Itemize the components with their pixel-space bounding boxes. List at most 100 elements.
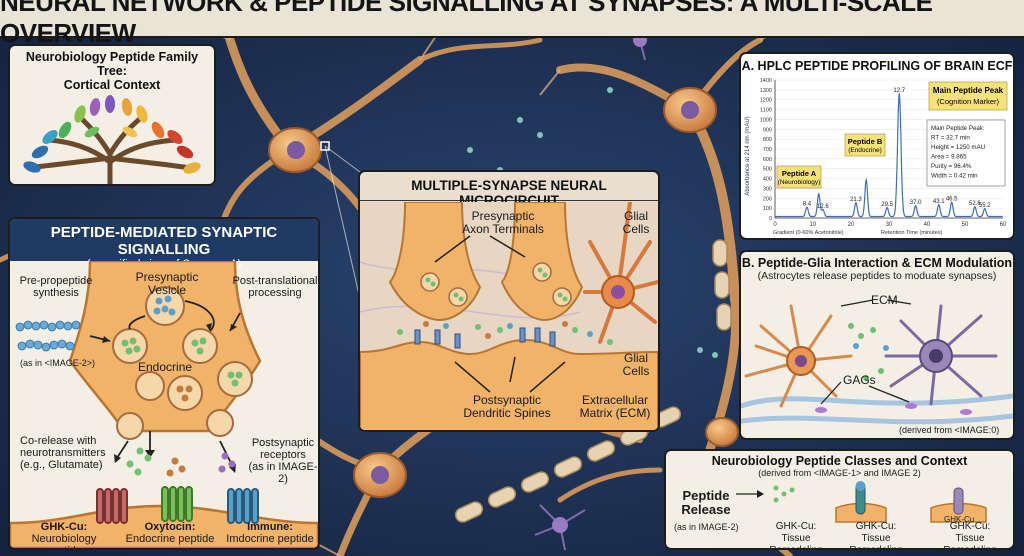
postsyn-line1: Postsynaptic bbox=[251, 437, 315, 449]
family-tree-title: Neurobiology Peptide Family Tree: Cortic… bbox=[10, 50, 214, 92]
hplc-y-tick-label: 500 bbox=[763, 167, 772, 173]
classes-illustration: GHK-Cu bbox=[736, 481, 987, 524]
class-item2: GHK-Cu:Tissue Remodeling bbox=[836, 521, 916, 548]
family-tree-illustration bbox=[23, 95, 201, 184]
peak-a-desc: (Neurobiology) bbox=[778, 179, 821, 186]
hplc-y-tick-label: 1000 bbox=[760, 117, 772, 123]
glial-top-line2: Cells bbox=[622, 222, 650, 236]
hplc-y-tick-label: 100 bbox=[763, 206, 772, 212]
peptide-classes-panel: Neurobiology Peptide Classes and Context… bbox=[664, 449, 1015, 550]
main-peak-info-line: Main Peptide Peak: bbox=[931, 125, 985, 132]
hplc-chart: Absorbance at 214 nm (mAU) 0 100 200 300 400… bbox=[745, 78, 1008, 236]
hplc-y-axis-label: Absorbance at 214 nm (mAU) bbox=[745, 116, 751, 195]
endocrine-label: Endocrine bbox=[138, 360, 193, 374]
main-peak-info-line: Height = 1250 mAU bbox=[931, 144, 985, 151]
peptide-release-line2: Release bbox=[681, 502, 731, 517]
hplc-x-tick-label: 50 bbox=[962, 222, 969, 228]
glia-title: B. Peptide-Glia Interaction & ECM Modula… bbox=[741, 256, 1013, 270]
peak-b-desc: (Endocrine) bbox=[848, 147, 882, 154]
hplc-x-tick-label: 40 bbox=[924, 222, 931, 228]
receptor-immune-desc: Imdocrine peptide bbox=[226, 533, 314, 545]
hplc-y-tick-label: 200 bbox=[763, 196, 772, 202]
receptor-immune-name: Immune: bbox=[247, 521, 293, 533]
signalling-title: PEPTIDE-MEDIATED SYNAPTIC SIGNALLING bbox=[50, 224, 278, 258]
hplc-y-tick-label: 600 bbox=[763, 157, 772, 163]
class-item3-name: GHK-Cu: bbox=[949, 521, 991, 532]
classes-subtitle: (derived from <IMAGE-1> and IMAGE 2) bbox=[758, 468, 921, 478]
hplc-y-tick-label: 1200 bbox=[760, 98, 772, 104]
hplc-peak-label: 37.0 bbox=[910, 200, 922, 206]
microcircuit-title: MULTIPLE-SYNAPSE NEURAL MICROCIRCUIT bbox=[360, 172, 658, 208]
main-peak-name: Main Peptide Peak bbox=[933, 86, 1004, 95]
glial-bottom-line2: Cells bbox=[622, 364, 650, 378]
class-item3-desc: Tissue Remodeling bbox=[943, 533, 996, 548]
receptor-ghk-name: GHK-Cu: bbox=[40, 521, 88, 533]
peak-b-name: Peptide B bbox=[848, 137, 883, 146]
post-trans-line2: processing bbox=[248, 287, 302, 299]
receptor-immune-label: Immune:Imdocrine peptide bbox=[222, 521, 318, 545]
hplc-x-tick-label: 60 bbox=[1000, 222, 1007, 228]
hplc-y-tick-label: 800 bbox=[763, 137, 772, 143]
hplc-x-tick-label: 20 bbox=[848, 222, 855, 228]
family-tree-title-line1: Neurobiology Peptide Family Tree: bbox=[25, 50, 199, 78]
hplc-y-tick-label: 1100 bbox=[760, 108, 772, 114]
glial-top-line1: Glial bbox=[623, 209, 648, 223]
corelease-line2: neurotransmitters bbox=[20, 447, 106, 459]
glia-ecm-panel: B. Peptide-Glia Interaction & ECM Modula… bbox=[739, 250, 1015, 440]
family-tree-title-line2: Cortical Context bbox=[63, 78, 161, 92]
hplc-trace-line bbox=[775, 93, 1003, 218]
hplc-y-tick-label: 900 bbox=[763, 127, 772, 133]
microcircuit-panel: MULTIPLE-SYNAPSE NEURAL MICROCIRCUIT bbox=[358, 170, 660, 432]
hplc-peak-label: 43.1 bbox=[933, 199, 945, 205]
main-peak-info-line: RT = 32.7 min bbox=[931, 135, 970, 142]
dendritic-spines-line2: Dendritic Spines bbox=[463, 406, 551, 420]
glial-bottom-line1: Glial bbox=[623, 351, 648, 365]
hplc-y-tick-label: 1400 bbox=[760, 78, 772, 84]
hplc-y-tick-label: 700 bbox=[763, 147, 772, 153]
as-in-image2-label: (as in <IMAGE-2>) bbox=[20, 358, 96, 368]
main-peak-info-box bbox=[926, 119, 1006, 187]
receptor-ghk-label: GHK-Cu:Neurobiology peptide bbox=[14, 521, 114, 548]
hplc-peak-label: 21.3 bbox=[850, 197, 862, 203]
peak-b-callout bbox=[844, 133, 886, 157]
presyn-terminals-line1: Presynaptic bbox=[471, 209, 535, 223]
receptor-ghk-desc: Neurobiology peptide bbox=[31, 533, 97, 548]
hplc-peak-label: 12.7 bbox=[893, 88, 905, 94]
class-item3-tag: GHK-Cu bbox=[944, 515, 974, 524]
pre-propeptide-line2: synthesis bbox=[33, 287, 79, 299]
main-peak-info-line: Width = 0.42 min bbox=[931, 173, 978, 180]
main-peak-info-line: Purity = 96.4% bbox=[931, 163, 972, 170]
glia-ecm-label: ECM bbox=[871, 293, 898, 307]
receptor-oxytocin-desc: Endocrine peptide bbox=[125, 533, 215, 545]
hplc-x-tick-label: 10 bbox=[810, 222, 817, 228]
hplc-y-tick-label: 0 bbox=[769, 216, 772, 222]
hplc-x-tick-label: 30 bbox=[886, 222, 893, 228]
main-peak-info-line: Area = 9.865 bbox=[931, 154, 967, 161]
hplc-peak-label: 8.4 bbox=[803, 202, 812, 208]
synapse-illustration bbox=[10, 261, 318, 548]
hplc-peak-label: 52.6 bbox=[969, 201, 981, 207]
peptide-release-line1: Peptide bbox=[682, 488, 730, 503]
class-item2-name: GHK-Cu: bbox=[855, 521, 897, 532]
glia-derived-label: (derived from <IMAGE:0) bbox=[899, 425, 1000, 435]
hplc-title: A. HPLC PEPTIDE PROFILING OF BRAIN ECF bbox=[741, 59, 1013, 73]
hplc-y-tick-label: 300 bbox=[763, 186, 772, 192]
glia-subtitle: (Astrocytes release peptides to moduate … bbox=[757, 270, 997, 282]
hplc-y-tick-label: 400 bbox=[763, 177, 772, 183]
presynaptic-line2: Vesicle bbox=[147, 283, 187, 297]
dendritic-spines-line1: Postsynaptic bbox=[472, 393, 542, 407]
main-peak-desc: (Cognition Marker) bbox=[937, 97, 1000, 106]
glia-illustration bbox=[741, 299, 1013, 425]
hplc-peak-label: 12.6 bbox=[817, 204, 829, 210]
ecm-line2: Matrix (ECM) bbox=[579, 406, 651, 420]
pre-propeptide-line1: Pre-propeptide bbox=[19, 275, 93, 287]
